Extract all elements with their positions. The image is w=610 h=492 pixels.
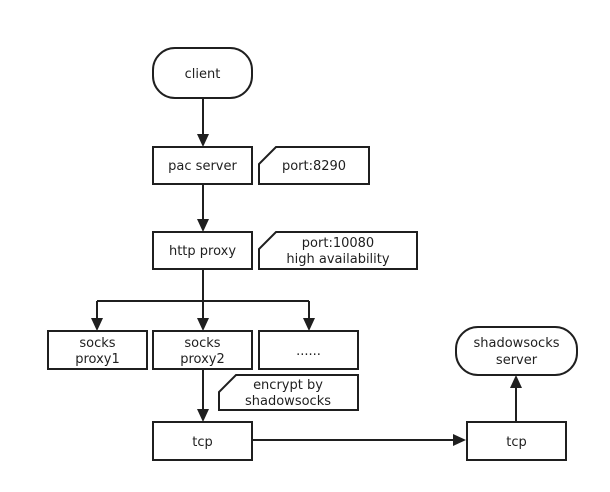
encrypt-note: encrypt by shadowsocks [218,374,359,411]
edge-client-pac [197,98,209,147]
http-note-line2: high availability [286,252,389,267]
socks1-line1: socks [79,336,115,351]
edge-pac-http [197,184,209,232]
http-proxy-label: http proxy [169,244,236,259]
tcp-left-label: tcp [192,435,213,450]
tcp-left-node: tcp [152,421,253,461]
edge-socks2-tcp [197,369,209,422]
client-node: client [152,47,253,99]
http-note-line1: port:10080 [302,236,374,251]
pac-note-label: port:8290 [282,159,346,174]
edge-tcp-tcp [252,434,466,446]
more-proxies-node: ...... [258,330,359,370]
http-proxy-note: port:10080 high availability [258,231,418,270]
ss-server-line2: server [496,353,538,368]
pac-server-note: port:8290 [258,146,370,185]
edge-tcp-ssserver [510,375,522,422]
more-proxies-label: ...... [296,344,321,359]
socks-proxy2-node: socks proxy2 [152,330,253,370]
pac-server-label: pac server [168,159,237,174]
pac-server-node: pac server [152,146,253,185]
edge-http-branches [91,269,315,331]
socks2-line1: socks [184,336,220,351]
tcp-right-label: tcp [506,435,527,450]
socks1-line2: proxy1 [75,352,120,367]
socks2-line2: proxy2 [180,352,225,367]
client-label: client [185,67,221,82]
tcp-right-node: tcp [466,421,567,461]
encrypt-note-line1: encrypt by [253,378,323,393]
http-proxy-node: http proxy [152,231,253,270]
socks-proxy1-node: socks proxy1 [47,330,148,370]
ss-server-line1: shadowsocks [474,336,560,351]
shadowsocks-server-node: shadowsocks server [455,326,578,376]
encrypt-note-line2: shadowsocks [245,394,331,409]
